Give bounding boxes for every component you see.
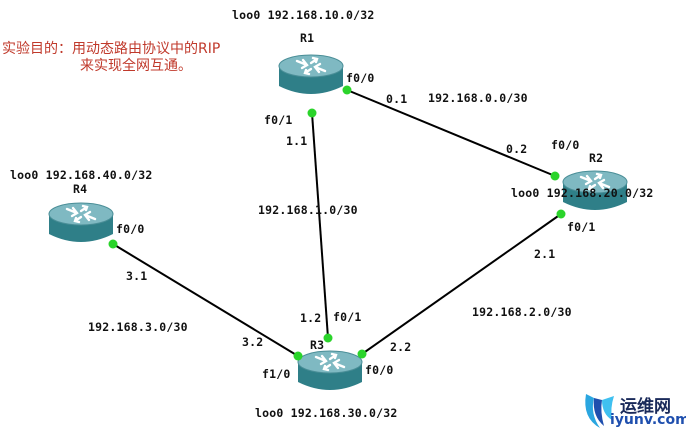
r3-f10-ip-label: 3.2: [242, 335, 264, 349]
r4-name-label: R4: [73, 182, 88, 196]
r1-name-label: R1: [300, 31, 315, 45]
watermark-swoosh-icon: [585, 394, 614, 428]
router-r4-icon[interactable]: [47, 200, 115, 248]
r2-f00-ip-label: 0.2: [506, 142, 528, 156]
r3-f01-label: f0/1: [333, 310, 362, 324]
watermark-domain: iyunv.com: [610, 412, 686, 428]
link-r4-r3: [112, 243, 299, 357]
r3-f00-label: f0/0: [365, 363, 394, 377]
net-r4-r3-label: 192.168.3.0/30: [88, 320, 188, 334]
router-r3-icon[interactable]: [296, 348, 364, 396]
r4-f00-ip-label: 3.1: [126, 269, 148, 283]
r3-f10-label: f1/0: [262, 367, 291, 381]
r1-f01-ip-label: 1.1: [286, 134, 308, 148]
link-r1-r2: [346, 89, 556, 177]
r4-f00-label: f0/0: [116, 222, 145, 236]
router-r1-icon[interactable]: [277, 52, 345, 100]
net-r1-r2-label: 192.168.0.0/30: [428, 91, 528, 105]
watermark-brand: 运维网: [620, 397, 671, 417]
r2-f01-ip-label: 2.1: [534, 247, 556, 261]
r2-f00-label: f0/0: [551, 138, 580, 152]
r3-loopback-label: loo0 192.168.30.0/32: [255, 406, 398, 420]
r3-f01-ip-label: 1.2: [300, 311, 322, 325]
r2-loopback-label: loo0 192.168.20.0/32: [511, 186, 654, 200]
link-r2-r3: [361, 213, 562, 355]
link-r1-r3: [311, 112, 329, 339]
watermark-logo: 运维网 iyunv.com: [580, 388, 686, 434]
r1-f01-label: f0/1: [264, 113, 293, 127]
net-r2-r3-label: 192.168.2.0/30: [472, 305, 572, 319]
r3-name-label: R3: [310, 338, 325, 352]
router-r2-icon[interactable]: [561, 168, 629, 216]
r1-f00-ip-label: 0.1: [386, 92, 408, 106]
r1-loopback-label: loo0 192.168.10.0/32: [232, 8, 375, 22]
r1-f00-label: f0/0: [346, 71, 375, 85]
net-r1-r3-label: 192.168.1.0/30: [258, 203, 358, 217]
r2-f01-label: f0/1: [567, 220, 596, 234]
r3-f00-ip-label: 2.2: [390, 340, 412, 354]
objective-note-line2: 来实现全网互通。: [80, 58, 192, 74]
r4-loopback-label: loo0 192.168.40.0/32: [10, 168, 153, 182]
objective-note-line1: 实验目的：用动态路由协议中的RIP: [2, 41, 221, 57]
r2-name-label: R2: [589, 151, 604, 165]
